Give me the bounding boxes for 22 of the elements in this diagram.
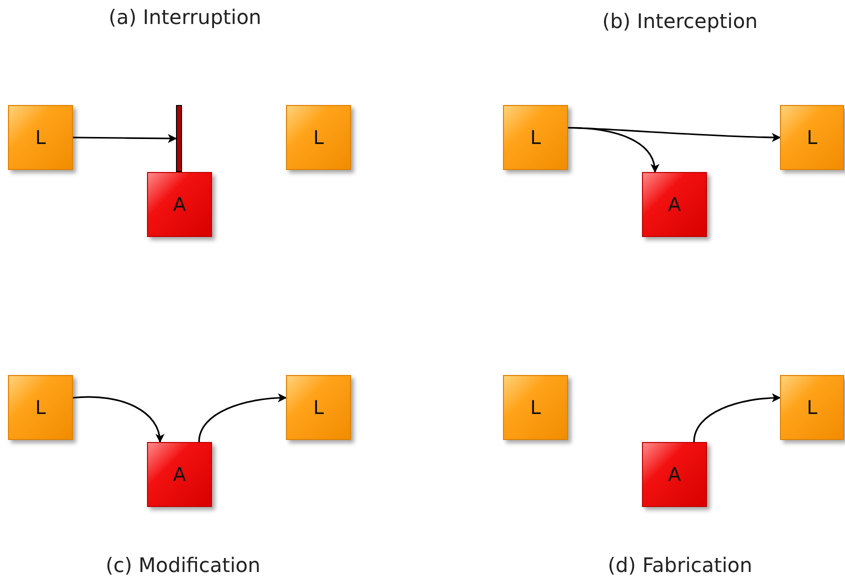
node-box: L	[503, 375, 568, 440]
node-box: L	[780, 105, 844, 170]
node-box: L	[286, 105, 351, 170]
panel-caption: (d) Fabrication	[608, 553, 752, 577]
panel-caption: (c) Modification	[106, 553, 260, 577]
attacker-box: A	[642, 172, 707, 237]
attacker-box: A	[147, 442, 212, 507]
attacker-box: A	[147, 172, 212, 237]
arrow	[693, 394, 781, 442]
node-box: L	[780, 375, 844, 440]
node-box: L	[286, 375, 351, 440]
arrow	[72, 396, 164, 443]
node-box: L	[8, 105, 73, 170]
arrow	[198, 394, 287, 442]
arrow	[73, 134, 177, 143]
panel-caption: (b) Interception	[602, 9, 758, 33]
attacker-box: A	[642, 442, 707, 507]
arrow	[568, 126, 659, 173]
panel-caption: (a) Interruption	[108, 5, 262, 29]
node-box: L	[8, 375, 73, 440]
node-box: L	[503, 105, 568, 170]
barrier-bar	[176, 105, 182, 172]
